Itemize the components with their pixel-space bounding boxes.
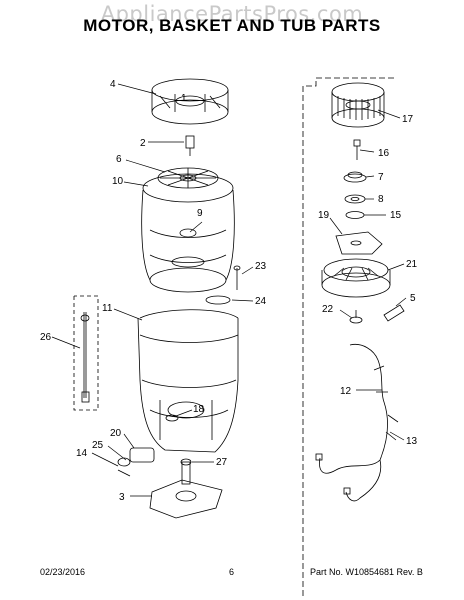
callout-24: 24 [255, 296, 267, 307]
gearcase-mount-part [149, 461, 223, 519]
retaining-ring-part [345, 211, 365, 219]
callout-25: 25 [92, 440, 104, 451]
basket-bolt-part [185, 135, 195, 156]
motor-group-outline [302, 77, 394, 596]
hub-seal-part [180, 458, 192, 466]
wire-harness-part [315, 343, 399, 502]
footer-page-number: 6 [229, 567, 235, 577]
washer-part [344, 194, 366, 204]
callout-10: 10 [112, 176, 124, 187]
tub-seal-part [165, 414, 179, 422]
drain-pump-part [117, 447, 155, 477]
callout-2: 2 [140, 138, 146, 149]
callout-7: 7 [378, 172, 384, 183]
wire-clip-part [383, 304, 405, 322]
stator-part [331, 82, 385, 128]
callout-27: 27 [216, 457, 228, 468]
impeller-plate-part [157, 167, 219, 189]
basket-screw-part [233, 265, 241, 290]
rotor-bolt-part [353, 139, 361, 160]
callout-23: 23 [255, 261, 267, 272]
callout-21: 21 [406, 259, 418, 270]
rotor-nut-part [349, 310, 363, 324]
callout-labels: 1 2 3 4 5 6 7 8 9 10 11 12 13 14 15 16 1… [40, 79, 418, 503]
basket-part [141, 173, 235, 293]
callout-15: 15 [390, 210, 402, 221]
watermark: AppliancePartsPros.com [100, 2, 364, 26]
callout-17: 17 [402, 114, 414, 125]
leader-lines [51, 83, 407, 497]
callout-5: 5 [410, 293, 416, 304]
sensor-bracket-part [335, 231, 383, 255]
callout-9: 9 [197, 208, 203, 219]
callout-19: 19 [318, 210, 330, 221]
callout-20: 20 [110, 428, 122, 439]
callout-8: 8 [378, 194, 384, 205]
callout-4: 4 [110, 79, 116, 90]
callout-18: 18 [193, 404, 205, 415]
rotor-part [321, 258, 391, 298]
page-title: MOTOR, BASKET AND TUB PARTS [83, 16, 381, 35]
footer-part-number: Part No. W10854681 Rev. B [310, 567, 423, 577]
hose-clamp-part [205, 295, 231, 305]
callout-6: 6 [116, 154, 122, 165]
shaft-cap-part [343, 171, 367, 183]
callout-1: 1 [181, 93, 187, 104]
callout-26: 26 [40, 332, 52, 343]
callout-13: 13 [406, 436, 418, 447]
callout-12: 12 [340, 386, 352, 397]
drain-hose-part [80, 312, 90, 403]
callout-14: 14 [76, 448, 88, 459]
hose-group-outline [73, 295, 99, 411]
balance-ring-part [151, 78, 229, 125]
footer-date: 02/23/2016 [40, 567, 86, 577]
callout-11: 11 [102, 303, 113, 314]
outer-tub-part [137, 309, 239, 453]
callout-22: 22 [322, 304, 334, 315]
callout-3: 3 [119, 492, 125, 503]
callout-16: 16 [378, 148, 390, 159]
